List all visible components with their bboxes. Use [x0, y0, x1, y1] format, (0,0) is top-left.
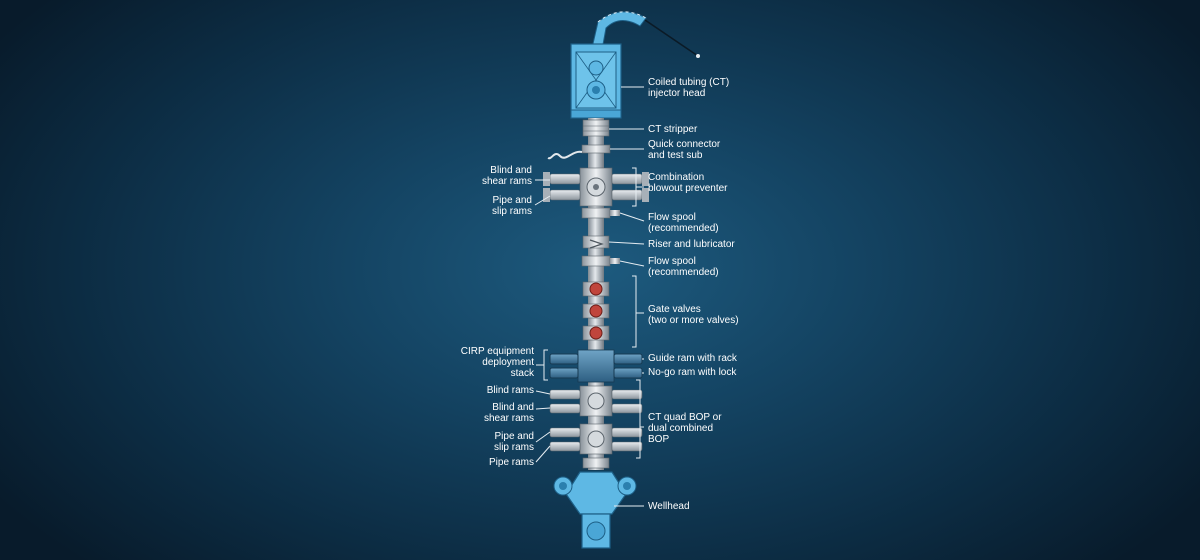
- label-wellhead: Wellhead: [648, 501, 690, 512]
- riser-lubricator: [582, 235, 610, 249]
- flow-spool-lower: [581, 255, 620, 267]
- ct-quad-bop: [549, 385, 643, 469]
- label-blind-shear-rams-upper: Blind and shear rams: [481, 165, 532, 187]
- label-blind-shear-rams-lower: Blind and shear rams: [483, 402, 534, 424]
- label-guide-ram: Guide ram with rack: [648, 353, 737, 364]
- leader-lines: [534, 86, 645, 507]
- label-gate-valves: Gate valves (two or more valves): [648, 304, 739, 326]
- label-flow-spool-lower: Flow spool (recommended): [648, 256, 719, 278]
- flow-spool-upper: [581, 207, 620, 219]
- combination-bop: [543, 167, 649, 207]
- label-quick-connector: Quick connector and test sub: [648, 139, 721, 161]
- label-ct-quad-bop: CT quad BOP or dual combined BOP: [648, 412, 722, 445]
- label-cirp-stack: CIRP equipment deployment stack: [460, 346, 534, 379]
- label-combination-bop: Combination blowout preventer: [648, 172, 728, 194]
- ct-stripper: [582, 119, 610, 137]
- label-pipe-rams: Pipe rams: [488, 457, 534, 468]
- ct-injector-head: [570, 11, 700, 119]
- label-ct-stripper: CT stripper: [648, 124, 698, 135]
- label-ct-injector-head: Coiled tubing (CT) injector head: [648, 77, 730, 99]
- label-no-go-ram: No-go ram with lock: [648, 367, 737, 378]
- label-pipe-slip-rams-lower: Pipe and slip rams: [493, 431, 534, 453]
- cirp-deployment-stack: [549, 349, 643, 383]
- gate-valves: [582, 281, 610, 341]
- label-blind-rams: Blind rams: [486, 385, 534, 396]
- coiled-tubing-line: [644, 19, 699, 57]
- label-flow-spool-upper: Flow spool (recommended): [648, 212, 719, 234]
- wellhead: [553, 471, 637, 549]
- label-pipe-slip-rams-upper: Pipe and slip rams: [491, 195, 532, 217]
- label-riser-lubricator: Riser and lubricator: [648, 239, 735, 250]
